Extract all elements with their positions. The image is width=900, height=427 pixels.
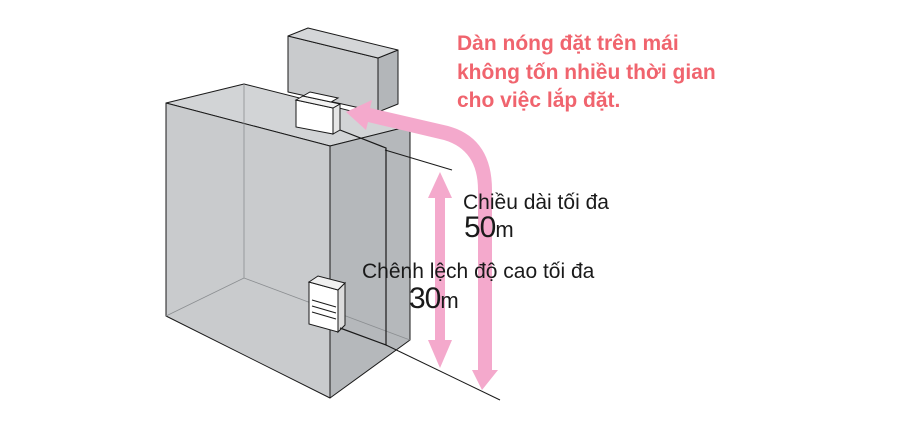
max-height-unit: m (440, 288, 459, 313)
max-length-arrow (346, 100, 498, 390)
penthouse-side (377, 49, 399, 113)
penthouse-top (287, 27, 399, 59)
refrigerant-pipe (339, 129, 387, 346)
callout-line-3: cho việc lắp đặt. (457, 89, 621, 112)
outdoor-unit (294, 91, 342, 135)
max-length-value: 50m (464, 211, 514, 245)
max-height-label: Chênh lệch độ cao tối đa (362, 260, 595, 283)
indoor-unit (307, 275, 346, 334)
rooftop-callout: Dàn nóng đặt trên mái không tốn nhiều th… (457, 30, 787, 116)
callout-line-2: không tốn nhiều thời gian (457, 60, 716, 84)
max-height-arrow (428, 172, 452, 368)
callout-line-1: Dàn nóng đặt trên mái (457, 32, 679, 55)
max-height-value: 30m (409, 282, 459, 316)
building (165, 27, 411, 399)
max-length-label: Chiều dài tối đa (463, 191, 609, 214)
building-front-wall (165, 102, 331, 399)
max-length-unit: m (495, 217, 514, 242)
reference-lines (384, 149, 501, 401)
max-length-number: 50 (464, 211, 496, 244)
max-height-number: 30 (409, 282, 441, 315)
